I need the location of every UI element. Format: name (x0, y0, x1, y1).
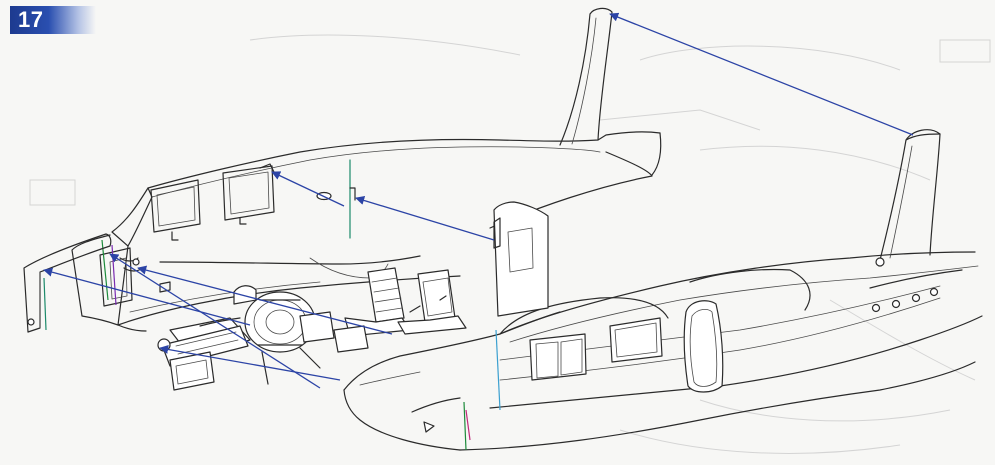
left-fuselage-half (71, 7, 662, 332)
assembly-arrow-icon (109, 253, 321, 389)
assembly-arrow-icon (137, 265, 393, 335)
front-side-panel (23, 233, 112, 333)
assembly-arrow-icon (355, 196, 495, 241)
step-number: 17 (18, 7, 44, 32)
assembly-arrow-icon (609, 12, 914, 136)
rear-interior-panel (493, 201, 549, 317)
assembly-arrow-icon (159, 344, 341, 381)
assembly-arrow-icon (43, 267, 251, 326)
assembly-arrow-icon (271, 171, 345, 207)
right-fuselage-half (343, 129, 983, 451)
assembly-arrows (43, 12, 914, 389)
engine-assembly (157, 285, 369, 391)
step-badge: 17 (10, 6, 96, 34)
background-ghost-lines (29, 34, 991, 454)
